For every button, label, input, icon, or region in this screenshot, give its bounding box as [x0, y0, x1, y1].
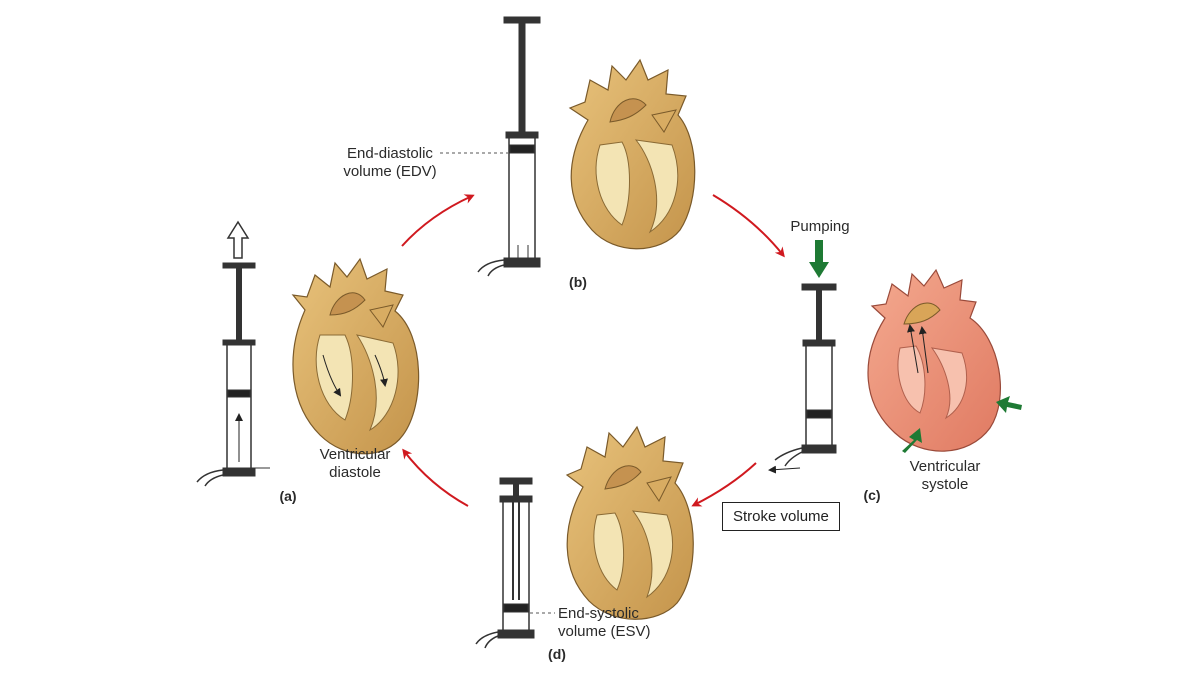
heart-d [565, 425, 694, 620]
heart-a [291, 257, 420, 455]
stage-a-tag: (a) [279, 488, 297, 504]
edv-label-line2: volume (EDV) [343, 163, 437, 180]
syringe-d [475, 477, 535, 649]
hollow-up-arrow-icon [226, 220, 250, 259]
esv-label-line2: volume (ESV) [558, 623, 651, 640]
syringe-a [196, 220, 270, 487]
stroke-volume-box: Stroke volume [722, 502, 840, 531]
ventricular-diastole-line1: Ventricular [319, 446, 391, 463]
edv-label-line1: End-diastolic [347, 145, 433, 162]
esv-label-line1: End-systolic [558, 605, 639, 622]
ventricular-diastole-label: Ventricular diastole [305, 446, 405, 482]
syringe-c [768, 283, 837, 474]
squeeze-arrow-right-icon [996, 396, 1022, 413]
ventricular-systole-label: Ventricular systole [895, 458, 995, 494]
ventricular-diastole-line2: diastole [329, 464, 381, 481]
stage-d-tag: (d) [548, 646, 566, 662]
cycle-arrow-c-to-d [691, 462, 757, 507]
cycle-arrow-a-to-b [401, 194, 475, 247]
edv-label: End-diastolic volume (EDV) [340, 145, 440, 181]
stage-c-tag: (c) [863, 487, 881, 503]
squeeze-arrow-bottom-icon [902, 428, 922, 453]
esv-label: End-systolic volume (ESV) [558, 605, 668, 641]
syringe-b [477, 16, 541, 277]
pumping-arrow-icon [809, 240, 829, 278]
heart-b [568, 58, 696, 250]
ventricular-systole-line1: Ventricular [909, 458, 981, 475]
ventricular-systole-line2: systole [921, 476, 969, 493]
heart-c [867, 268, 1001, 452]
cycle-arrow-d-to-a [402, 448, 469, 507]
cycle-arrow-b-to-c [712, 194, 785, 258]
stage-b-tag: (b) [569, 274, 587, 290]
pumping-label: Pumping [790, 218, 850, 235]
